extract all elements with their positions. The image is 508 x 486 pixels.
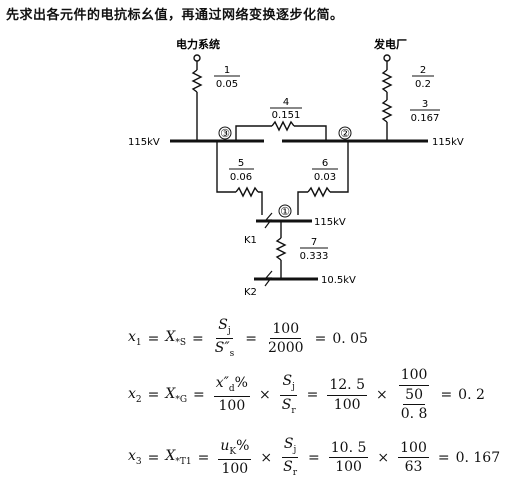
element-3-value: 0.167 <box>411 113 440 124</box>
voltage-bus-right: 115kV <box>432 137 464 148</box>
node-3-label: ③ <box>220 127 230 140</box>
element-6-id: 6 <box>322 158 328 169</box>
eq2-fraction-1: x″d% 100 <box>213 374 250 415</box>
eq1-fraction-2: 100 2000 <box>267 320 304 357</box>
power-system-terminal <box>193 54 201 62</box>
eq2-lhs: x2 <box>128 385 142 405</box>
equation-2: x2 = X*G = x″d% 100 × Sj Sr = 12. 5 100 … <box>128 367 485 423</box>
element-7-id: 7 <box>311 237 317 248</box>
element-7-value: 0.333 <box>300 251 329 262</box>
eq1-symbol: X*S <box>165 329 187 349</box>
element-4-id: 4 <box>283 97 289 108</box>
element-4-value: 0.151 <box>272 110 301 121</box>
node-1-label: ① <box>280 205 290 218</box>
network-diagram: 电力系统 发电厂 1 0.05 2 0.2 3 0.167 4 0.151 5 … <box>128 37 464 298</box>
reactance-5-symbol <box>235 186 259 198</box>
eq2-fraction-4: 100 50 0. 8 <box>398 367 430 423</box>
eq2-result: 0. 2 <box>458 387 485 404</box>
plant-label: 发电厂 <box>373 37 407 51</box>
power-system-label: 电力系统 <box>176 37 220 51</box>
equation-3: x3 = X*T1 = uK% 100 × Sj Sr = 10. 5 100 … <box>128 436 501 479</box>
reactance-4-symbol <box>271 120 295 132</box>
voltage-bus-1: 115kV <box>314 217 346 228</box>
eq3-symbol: X*T1 <box>165 448 192 468</box>
element-1-id: 1 <box>224 65 230 76</box>
eq3-result: 0. 167 <box>455 449 501 466</box>
eq2-fraction-2: Sj Sr <box>280 373 297 416</box>
fault-k1-label: K1 <box>244 235 257 246</box>
eq3-fraction-2: Sj Sr <box>281 436 299 479</box>
reactance-2-symbol <box>381 69 393 93</box>
element-5-id: 5 <box>238 158 244 169</box>
element-2-id: 2 <box>420 65 426 76</box>
eq3-fraction-4: 100 63 <box>398 439 429 476</box>
eq3-lhs: x3 <box>128 448 142 468</box>
eq3-fraction-3: 10. 5 100 <box>328 439 369 476</box>
element-1-value: 0.05 <box>216 79 238 90</box>
intro-text: 先求出各元件的电抗标幺值，再通过网络变换逐步化简。 <box>6 8 344 23</box>
reactance-1-symbol <box>191 69 203 93</box>
eq1-result: 0. 05 <box>332 330 368 347</box>
reactance-6-symbol <box>307 186 331 198</box>
element-6-value: 0.03 <box>314 172 336 183</box>
element-2-value: 0.2 <box>415 79 431 90</box>
voltage-bus-left: 115kV <box>128 137 160 148</box>
element-5-value: 0.06 <box>230 172 252 183</box>
reactance-3-symbol <box>381 99 393 123</box>
fault-k2-label: K2 <box>244 287 257 298</box>
voltage-bus-low: 10.5kV <box>321 275 356 286</box>
eq2-symbol: X*G <box>165 385 188 405</box>
eq3-fraction-1: uK% 100 <box>218 437 252 478</box>
eq1-fraction-1: Sj S″s <box>214 317 235 360</box>
equation-1: x1 = X*S = Sj S″s = 100 2000 = 0. 05 <box>128 317 368 360</box>
element-3-id: 3 <box>422 99 428 110</box>
eq2-fraction-3: 12. 5 100 <box>327 376 367 413</box>
plant-terminal <box>383 54 391 62</box>
reactance-7-symbol <box>275 237 287 261</box>
eq1-lhs: x1 <box>128 329 142 349</box>
node-2-label: ② <box>340 127 350 140</box>
